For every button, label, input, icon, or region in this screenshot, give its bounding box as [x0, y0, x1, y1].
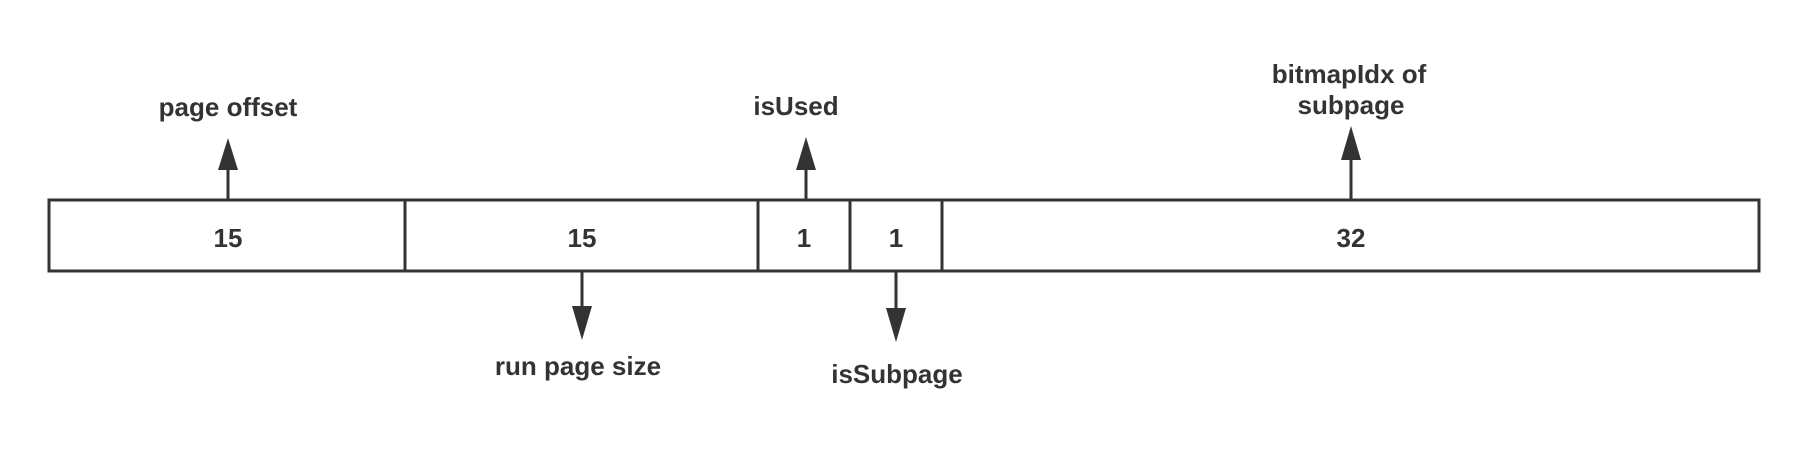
page-offset-field-value: 15 — [214, 223, 243, 253]
bitmap-idx-arrow — [1341, 126, 1361, 200]
bitmap-idx-field-value: 32 — [1337, 223, 1366, 253]
bit-field-bar — [47, 198, 1761, 273]
page-offset-label: page offset — [159, 92, 298, 122]
is-subpage-arrow — [886, 271, 906, 342]
run-page-size-field-value: 15 — [568, 223, 597, 253]
is-used-label: isUsed — [753, 91, 838, 121]
is-used-field-value: 1 — [797, 223, 811, 253]
bitmap-idx-label-line-1: bitmapIdx of — [1272, 59, 1427, 89]
run-page-size-arrow — [572, 271, 592, 340]
is-subpage-field-value: 1 — [889, 223, 903, 253]
run-page-size-label: run page size — [495, 351, 661, 381]
bitmap-idx-label-line-2: subpage — [1298, 90, 1405, 120]
page-offset-arrow — [218, 138, 238, 200]
is-used-arrow — [796, 137, 816, 200]
is-subpage-label: isSubpage — [831, 359, 962, 389]
